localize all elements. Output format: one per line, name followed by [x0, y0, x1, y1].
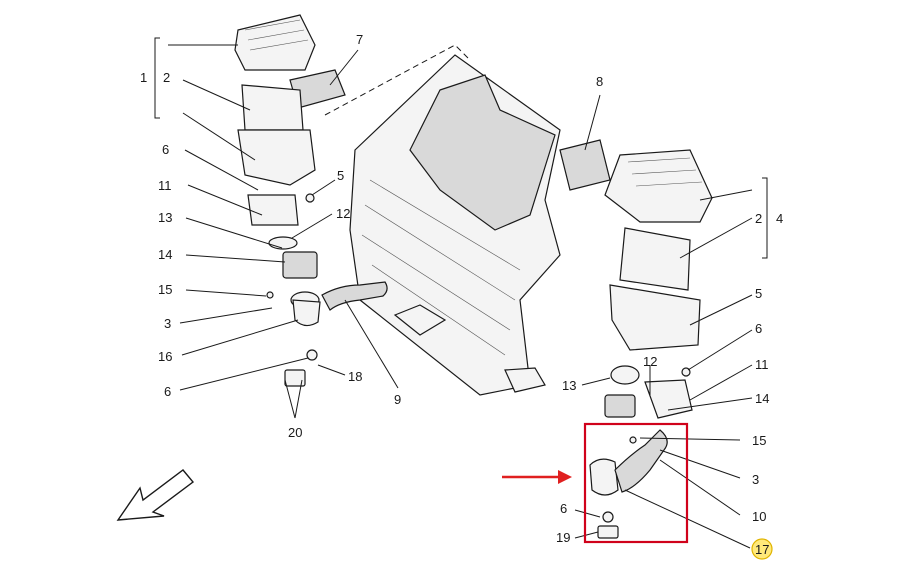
callout-18: 18: [348, 369, 362, 384]
callout-12-left: 12: [336, 206, 350, 221]
callout-6-left-b: 6: [164, 384, 171, 399]
callout-10: 10: [752, 509, 766, 524]
callout-5-left: 5: [337, 168, 344, 183]
callout-1: 1: [140, 70, 147, 85]
callout-4: 4: [776, 211, 783, 226]
callout-8: 8: [596, 74, 603, 89]
callout-7: 7: [356, 32, 363, 47]
highlight-box: [583, 422, 689, 544]
callout-11-right: 11: [755, 357, 769, 372]
callout-15-left: 15: [158, 282, 172, 297]
callout-17: 17: [755, 542, 769, 557]
callout-15-right: 15: [752, 433, 766, 448]
callout-3-left: 3: [164, 316, 171, 331]
callout-9: 9: [394, 392, 401, 407]
callout-6-left-a: 6: [162, 142, 169, 157]
callout-13-right: 13: [562, 378, 576, 393]
callout-labels: 1 2 7 6 5 11 12 13 14 15 3 16 6 18 20 9 …: [140, 32, 783, 557]
callout-6-right-a: 6: [755, 321, 762, 336]
callout-16: 16: [158, 349, 172, 364]
callout-2-left: 2: [163, 70, 170, 85]
callout-19: 19: [556, 530, 570, 545]
callout-6-right-b: 6: [560, 501, 567, 516]
callout-20: 20: [288, 425, 302, 440]
callout-13-left: 13: [158, 210, 172, 225]
callout-5-right: 5: [755, 286, 762, 301]
direction-arrow-icon: [116, 469, 195, 521]
callout-11-left: 11: [158, 178, 172, 193]
air-intake-duct: [324, 44, 561, 396]
left-airbox-assembly: [234, 14, 388, 387]
leader-lines: [154, 37, 768, 549]
badge-17: [751, 538, 773, 560]
callout-14-left: 14: [158, 247, 172, 262]
callout-12-right: 12: [643, 354, 657, 369]
callout-2-right: 2: [755, 211, 762, 226]
callout-14-right: 14: [755, 391, 769, 406]
pointer-arrow-icon: [502, 470, 572, 484]
right-airbox-assembly: [559, 139, 713, 539]
callout-3-right: 3: [752, 472, 759, 487]
